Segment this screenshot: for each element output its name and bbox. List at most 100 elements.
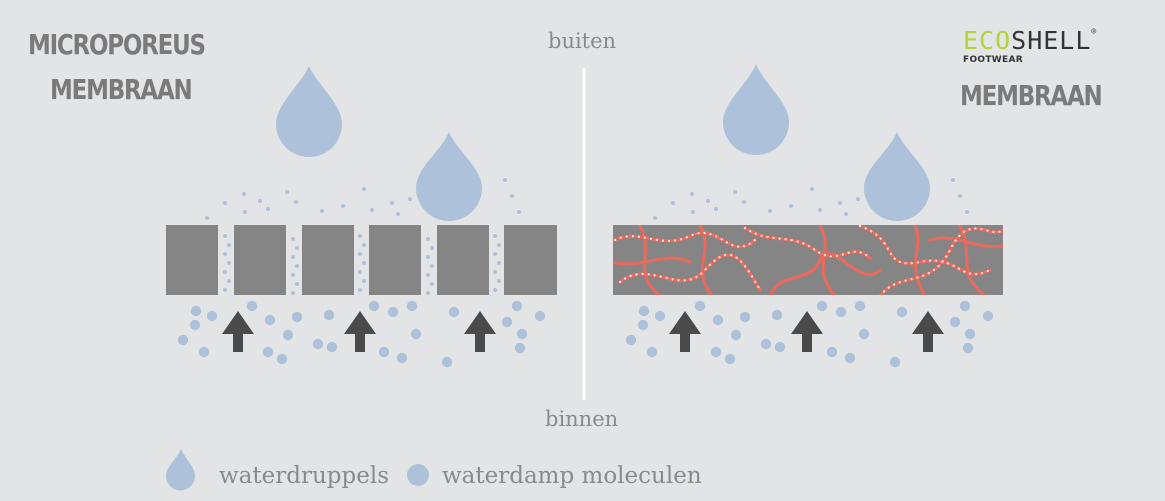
- fiber-vapour: [858, 225, 992, 276]
- vapour-dot-icon: [291, 255, 295, 259]
- vapour-dot-icon: [396, 352, 408, 364]
- vapour-dot-icon: [706, 199, 710, 203]
- vapour-dot-icon: [426, 237, 430, 241]
- vapour-dot-icon: [291, 291, 295, 295]
- vapour-dot-icon: [295, 264, 299, 268]
- vapour-dot-icon: [358, 288, 362, 292]
- vapour-dot-icon: [242, 192, 246, 196]
- vapour-dot-icon: [223, 252, 227, 256]
- ecoshell-membrane: [613, 225, 1003, 295]
- membrane-block: [504, 225, 557, 295]
- vapour-dot-icon: [844, 352, 856, 364]
- vapour-dot-icon: [810, 187, 814, 191]
- vapour-dot-icon: [341, 204, 345, 208]
- vapour-dot-icon: [243, 210, 247, 214]
- vapour-dot-icon: [320, 209, 324, 213]
- vapour-dot-icon: [503, 178, 507, 182]
- vapour-dot-icon: [198, 346, 210, 358]
- fiber: [958, 225, 987, 295]
- vapour-dot-icon: [730, 329, 742, 341]
- outside-label: buiten: [548, 29, 617, 53]
- water-drops: [276, 64, 930, 221]
- vapour-dot-icon: [177, 334, 189, 346]
- vapour-dot-icon: [362, 279, 366, 283]
- legend-drops-label: waterdruppels: [219, 463, 389, 489]
- vapour-dot-icon: [312, 338, 324, 350]
- vapour-dot-icon: [691, 210, 695, 214]
- fiber: [928, 236, 1003, 249]
- left-title-line2: MEMBRAAN: [50, 73, 193, 106]
- vapour-dot-icon: [710, 346, 722, 358]
- vapour-dot-icon: [368, 300, 380, 312]
- vapour-dot-icon: [266, 207, 270, 211]
- vapour-dot-icon: [291, 311, 303, 323]
- vapour-dot-icon: [441, 356, 453, 368]
- vapour-dot-icon: [291, 237, 295, 241]
- vapour-dot-icon: [362, 243, 366, 247]
- vapour-dot-icon: [426, 255, 430, 259]
- vapour-dot-icon: [964, 328, 976, 340]
- vapour-dot-icon: [501, 316, 513, 328]
- arrow-up-icon: [669, 311, 701, 352]
- vapour-dot-icon: [223, 234, 227, 238]
- vapour-dot-icon: [844, 212, 848, 216]
- legend-vapour-label: waterdamp moleculen: [442, 463, 702, 489]
- vapour-dot-icon: [712, 314, 724, 326]
- vapour-dot-icon: [493, 270, 497, 274]
- vapour-dot-icon: [739, 311, 751, 323]
- vapour-dot-icon: [653, 216, 657, 220]
- vapour-dot-icon: [189, 319, 201, 331]
- vapour-dot-icon: [671, 201, 675, 205]
- vapour-dot-icon: [396, 212, 400, 216]
- vapour-dot-icon: [227, 261, 231, 265]
- vapour-dot-icon: [497, 279, 501, 283]
- microporous-membrane: [166, 225, 557, 295]
- vapour-dot-icon: [714, 207, 718, 211]
- vapour-dot-icon: [959, 300, 971, 312]
- brand-reg: ®: [1091, 27, 1098, 36]
- membrane-block: [234, 225, 286, 295]
- vapour-dot-icon: [358, 234, 362, 238]
- fiber-vapour-path: [613, 225, 1003, 295]
- vapour-dot-icon: [858, 328, 870, 340]
- fiber: [698, 225, 714, 295]
- vapour-dot-icon: [514, 342, 526, 354]
- vapour-dot-icon: [291, 273, 295, 277]
- vapour-dot-icon: [430, 264, 434, 268]
- vapour-dot-icon: [227, 243, 231, 247]
- vapour-dot-icon: [774, 341, 786, 353]
- membrane-block: [437, 225, 489, 295]
- vapour-dot-icon: [965, 210, 969, 214]
- vapour-dots: [177, 178, 994, 368]
- ecoshell-logo: ECOSHELL® FOOTWEAR: [963, 27, 1098, 66]
- arrows: [222, 311, 944, 352]
- vapour-dot-icon: [517, 210, 521, 214]
- fiber: [913, 225, 927, 295]
- vapour-dot-icon: [285, 190, 289, 194]
- vapour-dot-icon: [430, 246, 434, 250]
- vapour-dot-icon: [497, 243, 501, 247]
- vapour-dot-icon: [497, 261, 501, 265]
- vapour-dot-icon: [295, 282, 299, 286]
- vapour-dot-icon: [816, 300, 828, 312]
- arrow-up-icon: [344, 311, 376, 352]
- arrow-up-icon: [464, 311, 496, 352]
- vapour-dot-icon: [818, 208, 822, 212]
- vapour-dot-icon: [294, 200, 298, 204]
- vapour-dot-icon: [223, 270, 227, 274]
- vapour-dot-icon: [982, 310, 994, 322]
- vapour-dot-icon: [760, 338, 772, 350]
- vapour-dot-icon: [390, 201, 394, 205]
- vapour-dot-icon: [646, 346, 658, 358]
- vapour-dot-icon: [510, 194, 514, 198]
- vapour-dot-icon: [638, 305, 650, 317]
- membrane-block: [369, 225, 421, 295]
- vapour-dot-icon: [789, 204, 793, 208]
- brand-sub: FOOTWEAR: [963, 55, 1023, 65]
- water-drop-icon: [416, 132, 482, 221]
- vapour-dot-icon: [258, 199, 262, 203]
- vapour-dot-icon: [896, 306, 908, 318]
- vapour-dot-icon: [724, 353, 736, 365]
- vapour-dot-icon: [264, 314, 276, 326]
